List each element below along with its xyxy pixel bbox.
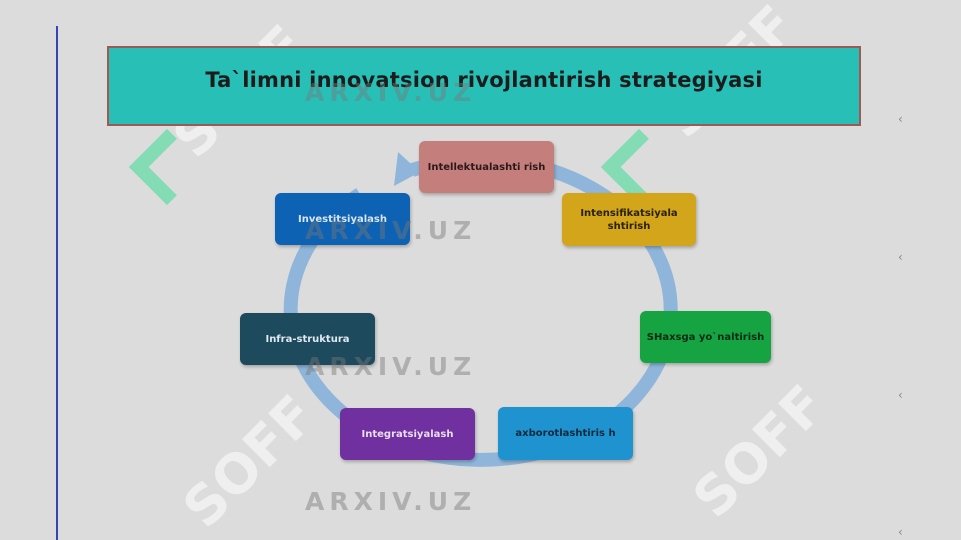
cycle-node-investitsiyalash: Investitsiyalash — [275, 193, 410, 245]
cycle-node-label: SHaxsga yo`naltirish — [646, 331, 765, 343]
cycle-node-label: Infra-struktura — [265, 333, 350, 345]
page-title: Ta`limni innovatsion rivojlantirish stra… — [205, 68, 763, 92]
cycle-node-label: Intellektualashti rish — [427, 161, 546, 173]
slide-left-rule — [56, 26, 58, 540]
cycle-node-axborotlashtirish: axborotlashtiris h — [498, 407, 633, 460]
side-marker: ‹ — [898, 525, 903, 539]
side-marker: ‹ — [898, 388, 903, 402]
cycle-node-label: Intensifikatsiyala shtirish — [580, 207, 678, 232]
cycle-node-label: Integratsiyalash — [361, 428, 454, 440]
cycle-node-label: Investitsiyalash — [298, 213, 387, 225]
cycle-arrowhead-icon — [394, 152, 420, 186]
cycle-node-infra-struktura: Infra-struktura — [240, 313, 375, 365]
cycle-node-intellektualashtirish: Intellektualashti rish — [419, 141, 554, 193]
cycle-node-shaxsga-yonaltirish: SHaxsga yo`naltirish — [640, 311, 771, 363]
cycle-node-intensifikatsiyalashtirish: Intensifikatsiyala shtirish — [562, 193, 696, 246]
side-marker: ‹ — [898, 250, 903, 264]
cycle-node-integratsiyalash: Integratsiyalash — [340, 408, 475, 460]
cycle-node-label: axborotlashtiris h — [515, 428, 616, 439]
title-banner: Ta`limni innovatsion rivojlantirish stra… — [107, 46, 861, 126]
side-marker: ‹ — [898, 112, 903, 126]
